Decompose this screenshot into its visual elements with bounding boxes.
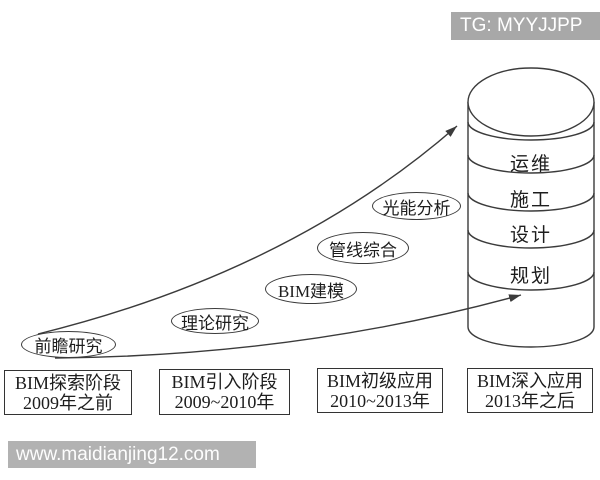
stage-box-introduction: BIM引入阶段 2009~2010年 (159, 369, 290, 415)
cylinder-layer-yunwei: 运维 (509, 154, 552, 175)
stage-box-exploration: BIM探索阶段 2009年之前 (4, 370, 132, 415)
lower-growth-arrow (54, 294, 522, 359)
watermark-badge: TG: MYYJJPP (451, 12, 600, 40)
milestone-label: 管线综合 (329, 240, 397, 260)
milestone-guangneng-fenxi: 光能分析 (372, 192, 461, 220)
stage-name: BIM引入阶段 (171, 372, 278, 392)
stage-name: BIM探索阶段 (14, 373, 121, 393)
upper-growth-arrow (37, 125, 458, 335)
cylinder-layer-shigong: 施工 (509, 190, 552, 211)
stage-box-primary-application: BIM初级应用 2010~2013年 (317, 368, 443, 413)
stage-period: 2010~2013年 (330, 391, 430, 411)
cylinder-layer-guihua: 规划 (509, 266, 552, 287)
watermark-url-bar: www.maidianjing12.com (8, 441, 256, 468)
milestone-qianzhan-yanjiu: 前瞻研究 (21, 331, 116, 358)
milestone-label: 理论研究 (181, 313, 249, 333)
milestone-label: BIM建模 (277, 281, 345, 301)
stage-period: 2013年之后 (485, 391, 575, 411)
milestone-guanxian-zonghe: 管线综合 (317, 232, 409, 264)
stage-period: 2009年之前 (23, 393, 113, 413)
cylinder-layer-sheji: 设计 (509, 225, 552, 246)
milestone-label: 前瞻研究 (34, 337, 103, 356)
milestone-label: 光能分析 (382, 198, 451, 218)
milestone-bim-jianmo: BIM建模 (265, 274, 357, 304)
stage-box-deep-application: BIM深入应用 2013年之后 (467, 368, 593, 413)
stage-name: BIM深入应用 (476, 371, 583, 391)
stage-name: BIM初级应用 (326, 371, 433, 391)
stage-period: 2009~2010年 (174, 392, 275, 412)
database-cylinder-icon (467, 67, 595, 348)
milestone-lilun-yanjiu: 理论研究 (171, 308, 259, 334)
